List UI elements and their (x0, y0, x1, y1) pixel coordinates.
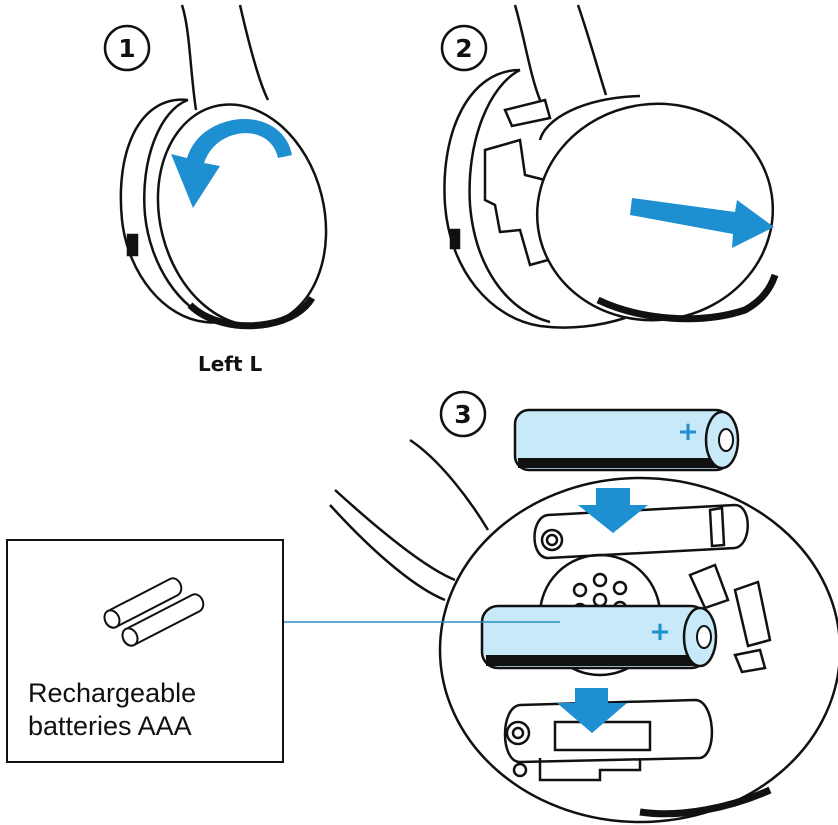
step-1-illustration (119, 4, 328, 330)
step-3-number: 3 (454, 400, 471, 429)
legend-line-1: Rechargeable (28, 678, 197, 708)
legend-box: Rechargeable batteries AAA (6, 539, 284, 763)
rotate-arrow-icon (171, 118, 292, 208)
legend-caption: Rechargeable batteries AAA (28, 677, 196, 743)
step-2-illustration (443, 4, 779, 329)
step-1-number: 1 (118, 34, 135, 63)
pull-arrow-icon (630, 198, 774, 248)
headband-right-edge (238, 4, 270, 101)
step-1-badge: 1 (103, 24, 151, 72)
headband-left-edge (180, 4, 198, 111)
insert-arrow-icon (578, 488, 648, 533)
battery-top-plus: + (677, 417, 699, 447)
battery-middle-plus: + (649, 617, 671, 647)
compartment-bottom (503, 698, 714, 764)
insert-arrow-icon-lower (557, 688, 627, 733)
step-2-badge: 2 (440, 24, 488, 72)
earcup-housing-2 (443, 68, 626, 329)
battery-top: + (513, 408, 740, 472)
side-label: Left L (198, 352, 263, 376)
compartment-top (533, 503, 749, 560)
side-button (126, 233, 139, 257)
step-3-badge: 3 (439, 390, 487, 438)
legend-line-2: batteries AAA (28, 711, 192, 741)
step-2-number: 2 (455, 34, 472, 63)
battery-middle: + (480, 604, 718, 670)
battery-pair-icon (103, 577, 205, 647)
